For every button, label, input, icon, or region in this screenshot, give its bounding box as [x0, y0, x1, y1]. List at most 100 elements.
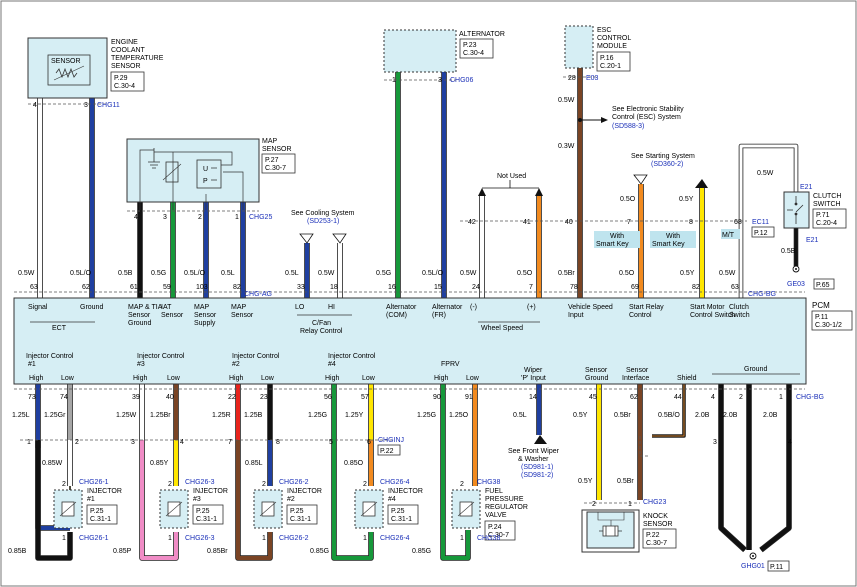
smart-key-1-bg [594, 231, 640, 248]
pcm-top-label-t10-1: (FR) [432, 312, 446, 319]
knock-ref-page[interactable]: P.22 [646, 532, 660, 539]
clutch-title-1: CLUTCH [813, 193, 841, 200]
pcm-bottom-label-b3: High [133, 375, 148, 382]
ect-ref-page[interactable]: P.29 [114, 75, 128, 82]
wiper-ref-link2[interactable]: (SD981-2) [521, 472, 553, 479]
pcm-connector-ec11[interactable]: EC11 [752, 219, 769, 226]
map-transducer-u: U [203, 166, 208, 173]
alternator-pin-1: 1 [392, 77, 396, 84]
pcm-connector-bg-bottom[interactable]: CHG-BG [796, 394, 824, 401]
clutch-ground-name[interactable]: GE03 [787, 281, 805, 288]
pcm-top-pin-t14: 69 [631, 284, 639, 291]
pcm-bottom-wire-b10: 1.25O [449, 412, 469, 419]
pcm-bottom-wire-b17: 2.0B [763, 412, 778, 419]
not-used-arrow-right-icon [535, 188, 543, 196]
injector-3-ref-box [286, 504, 318, 525]
not-used-arrow-left-icon [478, 188, 486, 196]
injector-3-pin-2: 2 [262, 481, 266, 488]
injector-2-ref-box [192, 504, 224, 525]
pcm-connector-bg-top[interactable]: CHG-BG [748, 291, 776, 298]
pcm-top-wire-t5: 0.5L/O [184, 270, 206, 277]
pcm-bottom-wire-b12: 0.5Y [573, 412, 588, 419]
knock-connector[interactable]: CHG23 [643, 499, 666, 506]
injector-4-title-0: INJECTOR [388, 488, 423, 495]
wire-inj1-return [35, 440, 73, 561]
pcm-bottom-label-b7: High [325, 375, 340, 382]
grp-inj2-line2: #2 [232, 361, 240, 368]
wiper-ref-link1[interactable]: (SD981-1) [521, 464, 553, 471]
inj3-pin-3: 3 [131, 439, 135, 446]
map-ref-box [261, 153, 296, 174]
ect-pin-4: 4 [33, 102, 37, 109]
pcm-ec-ref[interactable]: P.12 [754, 230, 768, 237]
chginj-ref[interactable]: P.22 [380, 448, 394, 455]
clutch-ref-page[interactable]: P.71 [816, 212, 830, 219]
ect-pin-3: 3 [84, 102, 88, 109]
pcm-top-label-t10-0: Alternator [432, 304, 463, 311]
alternator-ref-box [459, 38, 494, 59]
ghg01-ground-icon [749, 552, 757, 560]
esc-ref-page[interactable]: P.16 [600, 55, 614, 62]
inj1-lower-wire: 0.85B [8, 548, 27, 555]
knock-ref-conn[interactable]: C.30-7 [646, 540, 667, 547]
map-ref-conn[interactable]: C.30-7 [265, 165, 286, 172]
smart-key-2-line1: With [666, 233, 680, 240]
clutch-ref-box [812, 208, 847, 229]
clutch-wire-label: 0.5W [757, 170, 774, 177]
esc-ref-link[interactable]: (SD588-3) [612, 123, 644, 130]
pcm-ref-page[interactable]: P.11 [815, 314, 828, 321]
map-connector[interactable]: CHG25 [249, 214, 272, 221]
pcm-ec-ref-box [751, 226, 775, 238]
starting-ref: See Starting System (SD360-2) 0.5O 0.5Y … [565, 153, 740, 248]
chginj-connector[interactable]: CHGINJ [378, 437, 404, 444]
np-pin-42: 42 [468, 219, 476, 226]
inj4-lower-wire: 0.85G [310, 548, 329, 555]
injector-1-ref-page: P.25 [90, 508, 104, 515]
cooling-ref-link[interactable]: (SD253-1) [307, 218, 339, 225]
ghg01-name[interactable]: GHG01 [741, 563, 765, 570]
pcm-bottom-pin-b17: 1 [779, 394, 783, 401]
esc-connector[interactable]: E03 [586, 75, 599, 82]
injector-5-title-2: REGULATOR [485, 504, 528, 511]
clutch-ref-conn[interactable]: C.20-4 [816, 220, 837, 227]
pcm-bottom-wire-b16: 2.0B [723, 412, 738, 419]
injector-3-pin-1: 1 [262, 535, 266, 542]
pcm-top-label-t4-0: IAT [161, 304, 172, 311]
injector-5-pin-2: 2 [460, 481, 464, 488]
starting-ref-link[interactable]: (SD360-2) [651, 161, 683, 168]
alternator-connector[interactable]: CHG06 [450, 77, 473, 84]
esc-title-2: CONTROL [597, 35, 631, 42]
grp-inj3-line2: #3 [137, 361, 145, 368]
esc-title-1: ESC [597, 27, 611, 34]
injector-5-ref-box [484, 520, 516, 541]
pcm-ref-conn[interactable]: C.30-1/2 [815, 322, 842, 329]
knock-internal-wiring [597, 512, 625, 526]
ect-ref-box [110, 71, 145, 92]
start-motor-wire-label: 0.5Y [679, 196, 694, 203]
esc-ref-conn[interactable]: C.20-1 [600, 63, 621, 70]
pcm-top-label-t11-0: (-) [470, 304, 477, 311]
pcm-bottom-wire-b6: 1.25B [244, 412, 263, 419]
pcm-top-pin-t5: 103 [196, 284, 208, 291]
ect-ref-conn[interactable]: C.30-4 [114, 83, 135, 90]
alternator-ref-conn[interactable]: C.30-4 [463, 50, 484, 57]
esc-pin-28: 28 [568, 75, 576, 82]
pcm-top-label-t15-0: Start Motor [690, 304, 725, 311]
alternator-ref-page[interactable]: P.23 [463, 42, 477, 49]
map-ref-page[interactable]: P.27 [265, 157, 279, 164]
grp-sensor-ground-2: Ground [585, 375, 608, 382]
start-motor-arrow-icon [695, 179, 708, 188]
ghg01-ref[interactable]: P.11 [770, 564, 783, 571]
pcm-connector-ag[interactable]: CHG-AG [244, 291, 272, 298]
pcm-top-label-t1-0: Signal [28, 304, 48, 311]
pcm-top-label-t12-0: (+) [527, 304, 536, 311]
esc-wire-2-label: 0.3W [558, 143, 575, 150]
clutch-connector-bottom[interactable]: E21 [806, 237, 819, 244]
clutch-ground-ref[interactable]: P.65 [816, 282, 830, 289]
clutch-connector-top[interactable]: E21 [800, 184, 813, 191]
grp-inj4-line1: Injector Control [328, 353, 376, 360]
ground-pin-3: 3 [713, 439, 717, 446]
ect-connector[interactable]: CHG11 [97, 102, 120, 109]
injector-4-pin-2: 2 [363, 481, 367, 488]
